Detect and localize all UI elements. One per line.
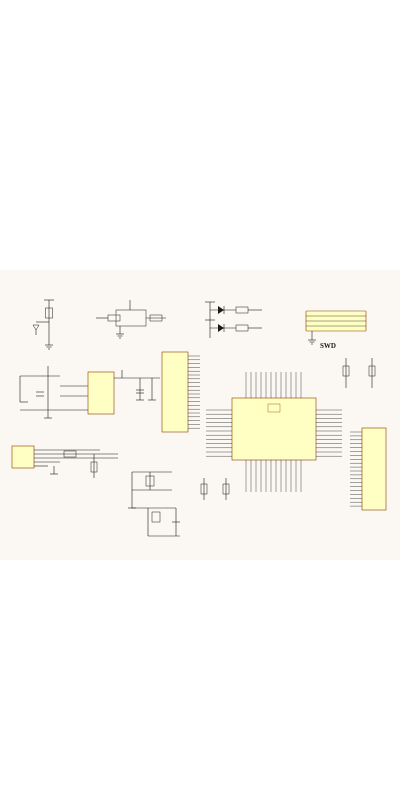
header-right-40pin bbox=[350, 427, 387, 511]
led-power-block bbox=[32, 299, 54, 350]
usb-connector-block bbox=[11, 445, 118, 478]
header-left-20pin bbox=[161, 351, 200, 433]
crystal-block bbox=[128, 471, 180, 537]
swd-label: SWD bbox=[320, 342, 336, 350]
regulator-block bbox=[19, 366, 160, 419]
mcu-chip bbox=[206, 372, 342, 492]
boot-pullups bbox=[200, 478, 230, 500]
indicator-leds-block bbox=[205, 301, 262, 338]
reset-switch-block bbox=[96, 300, 166, 339]
swd-connector: SWD bbox=[305, 310, 367, 350]
swd-pullups bbox=[342, 358, 376, 388]
